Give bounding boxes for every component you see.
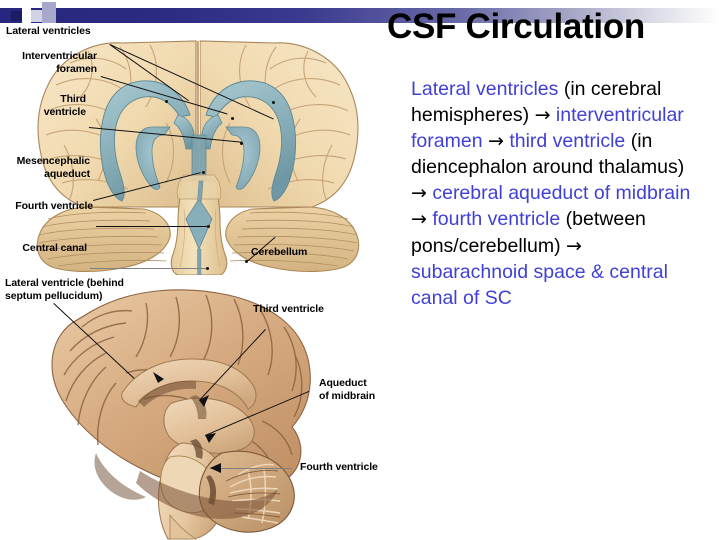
header-square-dark-icon	[11, 11, 22, 21]
header-square-light-2-icon	[42, 2, 56, 23]
pathway-arrow-10: →	[411, 182, 427, 205]
label-central-canal: Central canal	[22, 242, 87, 254]
label-third-ventricle-sagittal: Third ventricle	[253, 303, 324, 315]
coronal-brain-ventricles-illustration	[36, 40, 360, 275]
dot-cerebellum	[245, 260, 248, 263]
figure-midsagittal-brain: Lateral ventricle (behind septum pelluci…	[0, 275, 400, 540]
pathway-text-1: (in cerebral hemispheres)	[411, 78, 662, 127]
label-fourth-ventricle-sagittal: Fourth ventricle	[300, 461, 378, 473]
header-decoration-bar	[0, 8, 720, 23]
dot-central-canal	[206, 267, 209, 270]
midsagittal-brain-photograph	[51, 289, 311, 540]
dot-lateral-ventricle-left	[165, 100, 168, 103]
pathway-text-9: (in diencephalon around thalamus)	[411, 130, 685, 179]
pathway-term-20: subarachnoid space & central canal of SC	[411, 260, 668, 309]
pathway-arrow-2: →	[534, 104, 551, 127]
figure-coronal-brain-ventricles: Lateral ventricles Interventricular fora…	[0, 23, 400, 275]
dot-interventricular-foramen	[231, 117, 234, 120]
label-cerebellum: Cerebellum	[251, 246, 308, 258]
page-title: CSF Circulation	[386, 7, 646, 46]
leader-fourth-ventricle	[96, 226, 209, 227]
dot-fourth-ventricle	[207, 225, 210, 228]
dot-mesencephalic-aqueduct	[202, 171, 205, 174]
pathway-arrow-14: →	[411, 208, 427, 231]
label-third-ventricle: Third ventricle	[43, 93, 86, 118]
label-aqueduct-of-midbrain: Aqueduct of midbrain	[319, 377, 376, 402]
pathway-term-4: interventricular foramen	[411, 104, 684, 153]
label-mesencephalic-aqueduct: Mesencephalic aqueduct	[16, 155, 91, 180]
csf-pathway-text: Lateral ventricles (in cerebral hemisphe…	[411, 76, 699, 311]
pathway-text-17: (between pons/cerebellum)	[411, 208, 646, 257]
pathway-term-12: cerebral aqueduct of midbrain	[432, 182, 691, 205]
pathway-arrow-6: →	[487, 130, 504, 153]
dot-lateral-ventricle-right	[272, 101, 275, 104]
label-lateral-ventricle-sagittal: Lateral ventricle (behind septum pelluci…	[5, 277, 124, 302]
label-fourth-ventricle: Fourth ventricle	[15, 200, 93, 212]
pathway-term-16: fourth ventricle	[432, 208, 561, 231]
header-square-white	[22, 8, 31, 23]
dot-third-ventricle	[240, 142, 243, 145]
header-square-light-1-icon	[31, 10, 42, 22]
leader-central-canal	[90, 268, 208, 269]
leader-fourth-ventricle-sagittal	[210, 468, 292, 469]
pathway-term-8: third ventricle	[509, 130, 626, 153]
pathway-arrow-18: →	[566, 234, 582, 257]
label-interventricular-foramen: Interventricular foramen	[22, 50, 97, 75]
pathway-term-0: Lateral ventricles	[411, 78, 559, 100]
label-lateral-ventricles: Lateral ventricles	[6, 25, 91, 37]
